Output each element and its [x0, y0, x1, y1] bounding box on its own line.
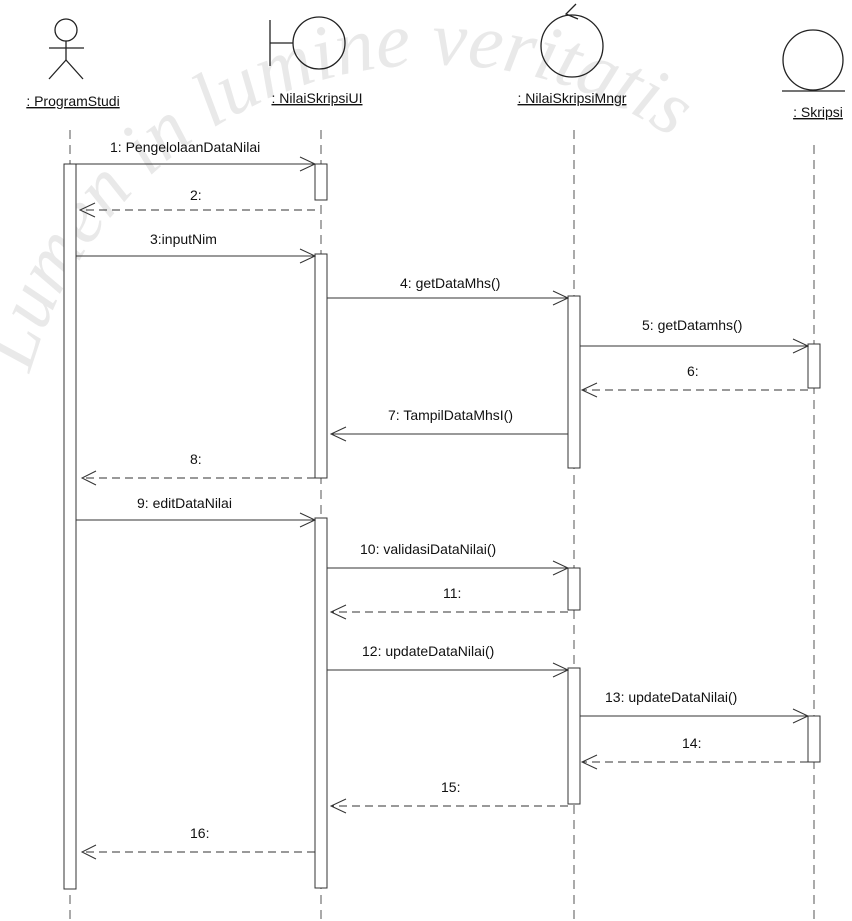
message-label: 6:	[687, 363, 699, 379]
message-label: 11:	[443, 585, 461, 601]
activation-bar	[567, 295, 581, 469]
message-label: 5: getDatamhs()	[642, 317, 742, 333]
activation-bar	[63, 163, 77, 890]
message-label: 14:	[682, 735, 701, 751]
message-label: 1: PengelolaanDataNilai	[110, 139, 260, 155]
arrowhead	[552, 290, 570, 306]
control-icon	[540, 3, 604, 78]
arrowhead	[552, 662, 570, 678]
activation-bar	[807, 343, 821, 389]
activation-bar	[807, 715, 821, 763]
arrowhead	[80, 470, 97, 486]
watermark-text: Lumen in lumine veritatis	[0, 0, 710, 380]
arrowhead	[299, 156, 317, 172]
arrowhead	[792, 708, 810, 724]
message-label: 3:inputNim	[150, 231, 217, 247]
arrowhead	[580, 382, 598, 398]
arrowhead	[299, 512, 317, 528]
participant-label-skripsi: : Skripsi	[793, 104, 843, 120]
message-label: 16:	[190, 825, 209, 841]
message-label: 8:	[190, 451, 202, 467]
arrowhead	[552, 560, 570, 576]
message-label: 4: getDataMhs()	[400, 275, 500, 291]
message-label: 12: updateDataNilai()	[362, 643, 494, 659]
arrowhead	[580, 754, 598, 770]
arrowhead	[792, 338, 810, 354]
message-label: 2:	[190, 187, 202, 203]
arrowhead	[329, 604, 347, 620]
arrowhead	[80, 844, 97, 860]
participant-label-programstudi: : ProgramStudi	[26, 93, 119, 109]
activation-bar	[567, 667, 581, 805]
arrowhead	[329, 426, 347, 442]
participant-label-nilaiskripsimngr: : NilaiSkripsiMngr	[518, 90, 627, 106]
participant-label-nilaiskripsiui: : NilaiSkripsiUI	[271, 90, 362, 106]
message-label: 13: updateDataNilai()	[605, 689, 737, 705]
arrowhead	[329, 798, 347, 814]
activation-bar	[314, 163, 328, 201]
arrowhead	[78, 202, 96, 218]
message-label: 15:	[441, 779, 460, 795]
activation-bar	[314, 253, 328, 479]
message-label: 7: TampilDataMhsI()	[388, 407, 513, 423]
arrowhead	[299, 248, 317, 264]
message-label: 9: editDataNilai	[137, 495, 232, 511]
actor-icon	[48, 18, 84, 80]
entity-icon	[782, 29, 845, 92]
message-label: 10: validasiDataNilai()	[360, 541, 496, 557]
boundary-icon	[269, 16, 346, 70]
activation-bar	[567, 567, 581, 611]
activation-bar	[314, 517, 328, 889]
